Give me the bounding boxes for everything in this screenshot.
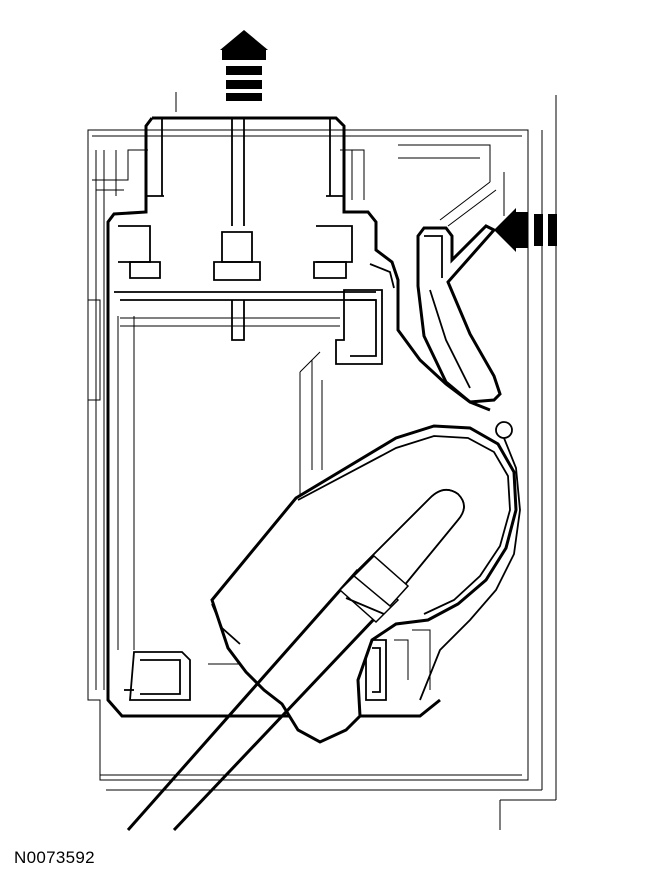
figure-reference-code: N0073592: [14, 848, 95, 867]
locking-tab: [416, 224, 521, 701]
release-direction-arrow: [494, 208, 557, 252]
removal-direction-arrow: [220, 30, 268, 101]
sender-arm: [126, 424, 518, 832]
outer-housing: [87, 92, 557, 830]
